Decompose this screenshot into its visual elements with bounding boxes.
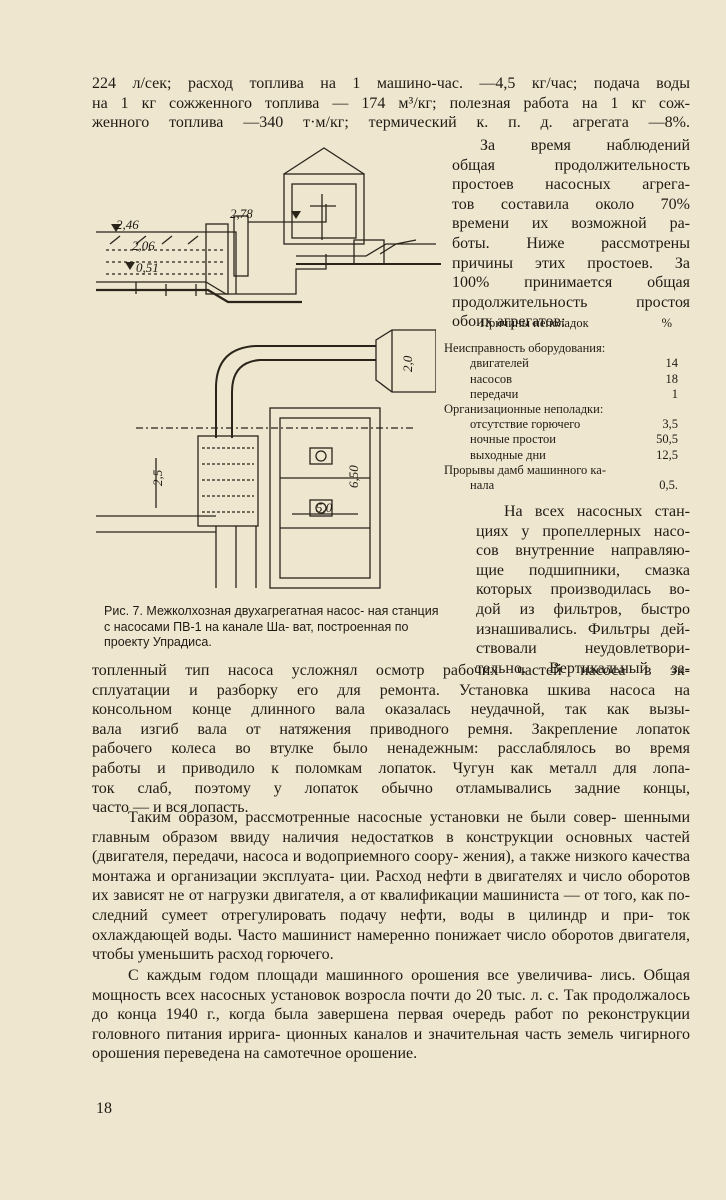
text-line: боты. Ниже рассмотрены (452, 234, 690, 252)
text-line: 224 л/сек; расход топлива на 1 машино-ча… (92, 75, 690, 92)
text-line: тов составила около 70% (452, 195, 690, 213)
row-label: передачи (470, 386, 519, 401)
dimension-label: 5,0 (316, 500, 333, 515)
page-number: 18 (96, 1100, 112, 1117)
elevation-label: 0,51 (136, 260, 159, 275)
elevation-label: 2,78 (230, 206, 253, 221)
row-label: насосов (470, 371, 513, 386)
opening-paragraph: 224 л/сек; расход топлива на 1 машино-ча… (92, 74, 690, 133)
row-label: нала (470, 478, 495, 493)
row-label: ночные простои (470, 432, 556, 447)
text-line: на 1 кг сожженного топлива — 174 м³/кг; … (92, 94, 690, 112)
table-row: нала 0,5. (444, 478, 692, 493)
table-header: Причины неполадок % (444, 316, 692, 331)
text-line: На всех насосных стан- (504, 503, 690, 520)
station-plan-drawing: 2,0 2,5 6,50 5,0 (96, 329, 436, 589)
text-line: тельно. Вертикальный за- (476, 659, 690, 677)
table-group-title: Организационные неполадки: (444, 402, 604, 417)
text-line: сов внутренние направляю- (476, 542, 690, 560)
row-value: 1 (671, 386, 678, 401)
text-line: циях у пропеллерных насо- (476, 522, 690, 540)
pump-defects-paragraph: топленный тип насоса усложнял осмотр раб… (92, 661, 690, 818)
text-line: консольном конце длинного вала оказалась… (92, 701, 690, 719)
table-row: выходные дни 12,5 (444, 448, 692, 463)
table-row: ночные простои 50,5 (444, 432, 692, 447)
conclusion-paragraph: Таким образом, рассмотренные насосные ус… (92, 809, 690, 964)
row-label: отсутствие горючего (470, 417, 581, 432)
text-line: топленный тип насоса усложнял осмотр раб… (92, 662, 690, 679)
station-section-drawing: 2,46 2,78 2,06 0,51 (96, 147, 441, 304)
table-row: передачи 1 (444, 387, 692, 402)
text-line: простоев насосных агрега- (452, 176, 690, 194)
row-value: 14 (665, 356, 679, 371)
row-label: двигателей (470, 356, 529, 371)
text-line: вала изгиб вала от натяжения приводного … (92, 720, 690, 738)
text-line: причины этих простоев. За (452, 254, 690, 272)
text-line: продолжительность простоя (452, 293, 690, 311)
table-row: двигателей 14 (444, 356, 692, 371)
downtime-causes-table: Причины неполадок % Неисправность оборуд… (444, 316, 692, 493)
row-value: 12,5 (656, 447, 678, 462)
elevation-label: 2,46 (116, 217, 139, 232)
text-line: обоих агрегатов: (452, 313, 566, 331)
table-row: отсутствие горючего 3,5 (444, 417, 692, 432)
column-header-cause: Причины неполадок (480, 316, 589, 330)
text-line: 100% принимается общая (452, 274, 690, 292)
text-line: За время наблюдений (480, 137, 690, 154)
text-line: сплуатации и разборку его для ремонта. У… (92, 681, 690, 699)
table-row-label: Прорывы дамб машинного ка- (444, 462, 607, 477)
table-group-title: Неисправность оборудования: (444, 341, 606, 356)
dimension-label: 6,50 (346, 465, 361, 488)
text-line: ток слаб, поэтому у лопаток обычно отлам… (92, 779, 690, 797)
text-line: щие подшипники, смазка (476, 561, 690, 579)
column-header-percent: % (661, 316, 672, 330)
row-value: 3,5 (662, 417, 678, 432)
text-line: рабочего колеса во втулке было ненадежны… (92, 740, 690, 758)
text-line: женного топлива —340 т·м/кг; термический… (92, 114, 690, 132)
elevation-label: 2,06 (132, 238, 155, 253)
text-line: изнашивались. Фильтры дей- (476, 620, 690, 638)
downtime-paragraph: За время наблюдений общая продолжительно… (452, 136, 690, 332)
text-line: ствовали неудовлетвори- (476, 640, 690, 658)
text-line: общая продолжительность (452, 156, 690, 174)
final-paragraph: С каждым годом площади машинного орошени… (92, 967, 690, 1063)
text-line: работы и приводило к поломкам лопаток. Ч… (92, 759, 690, 777)
row-value: 18 (665, 371, 679, 386)
dimension-label: 2,5 (150, 469, 165, 486)
text-line: дой из фильтров, быстро (476, 600, 690, 618)
table-row: насосов 18 (444, 372, 692, 387)
text-line: времени их возможной ра- (452, 215, 690, 233)
row-label: выходные дни (470, 447, 546, 462)
text-line: часто — и вся лопасть. (92, 799, 249, 817)
row-value: 50,5 (656, 432, 678, 447)
row-value: 0,5. (659, 478, 678, 493)
dimension-label: 2,0 (400, 355, 415, 372)
bearings-paragraph: На всех насосных стан- циях у пропеллерн… (476, 502, 690, 678)
text-line: которых производилась во- (476, 581, 690, 599)
figure-caption: Рис. 7. Межколхозная двухагрегатная насо… (104, 604, 439, 649)
